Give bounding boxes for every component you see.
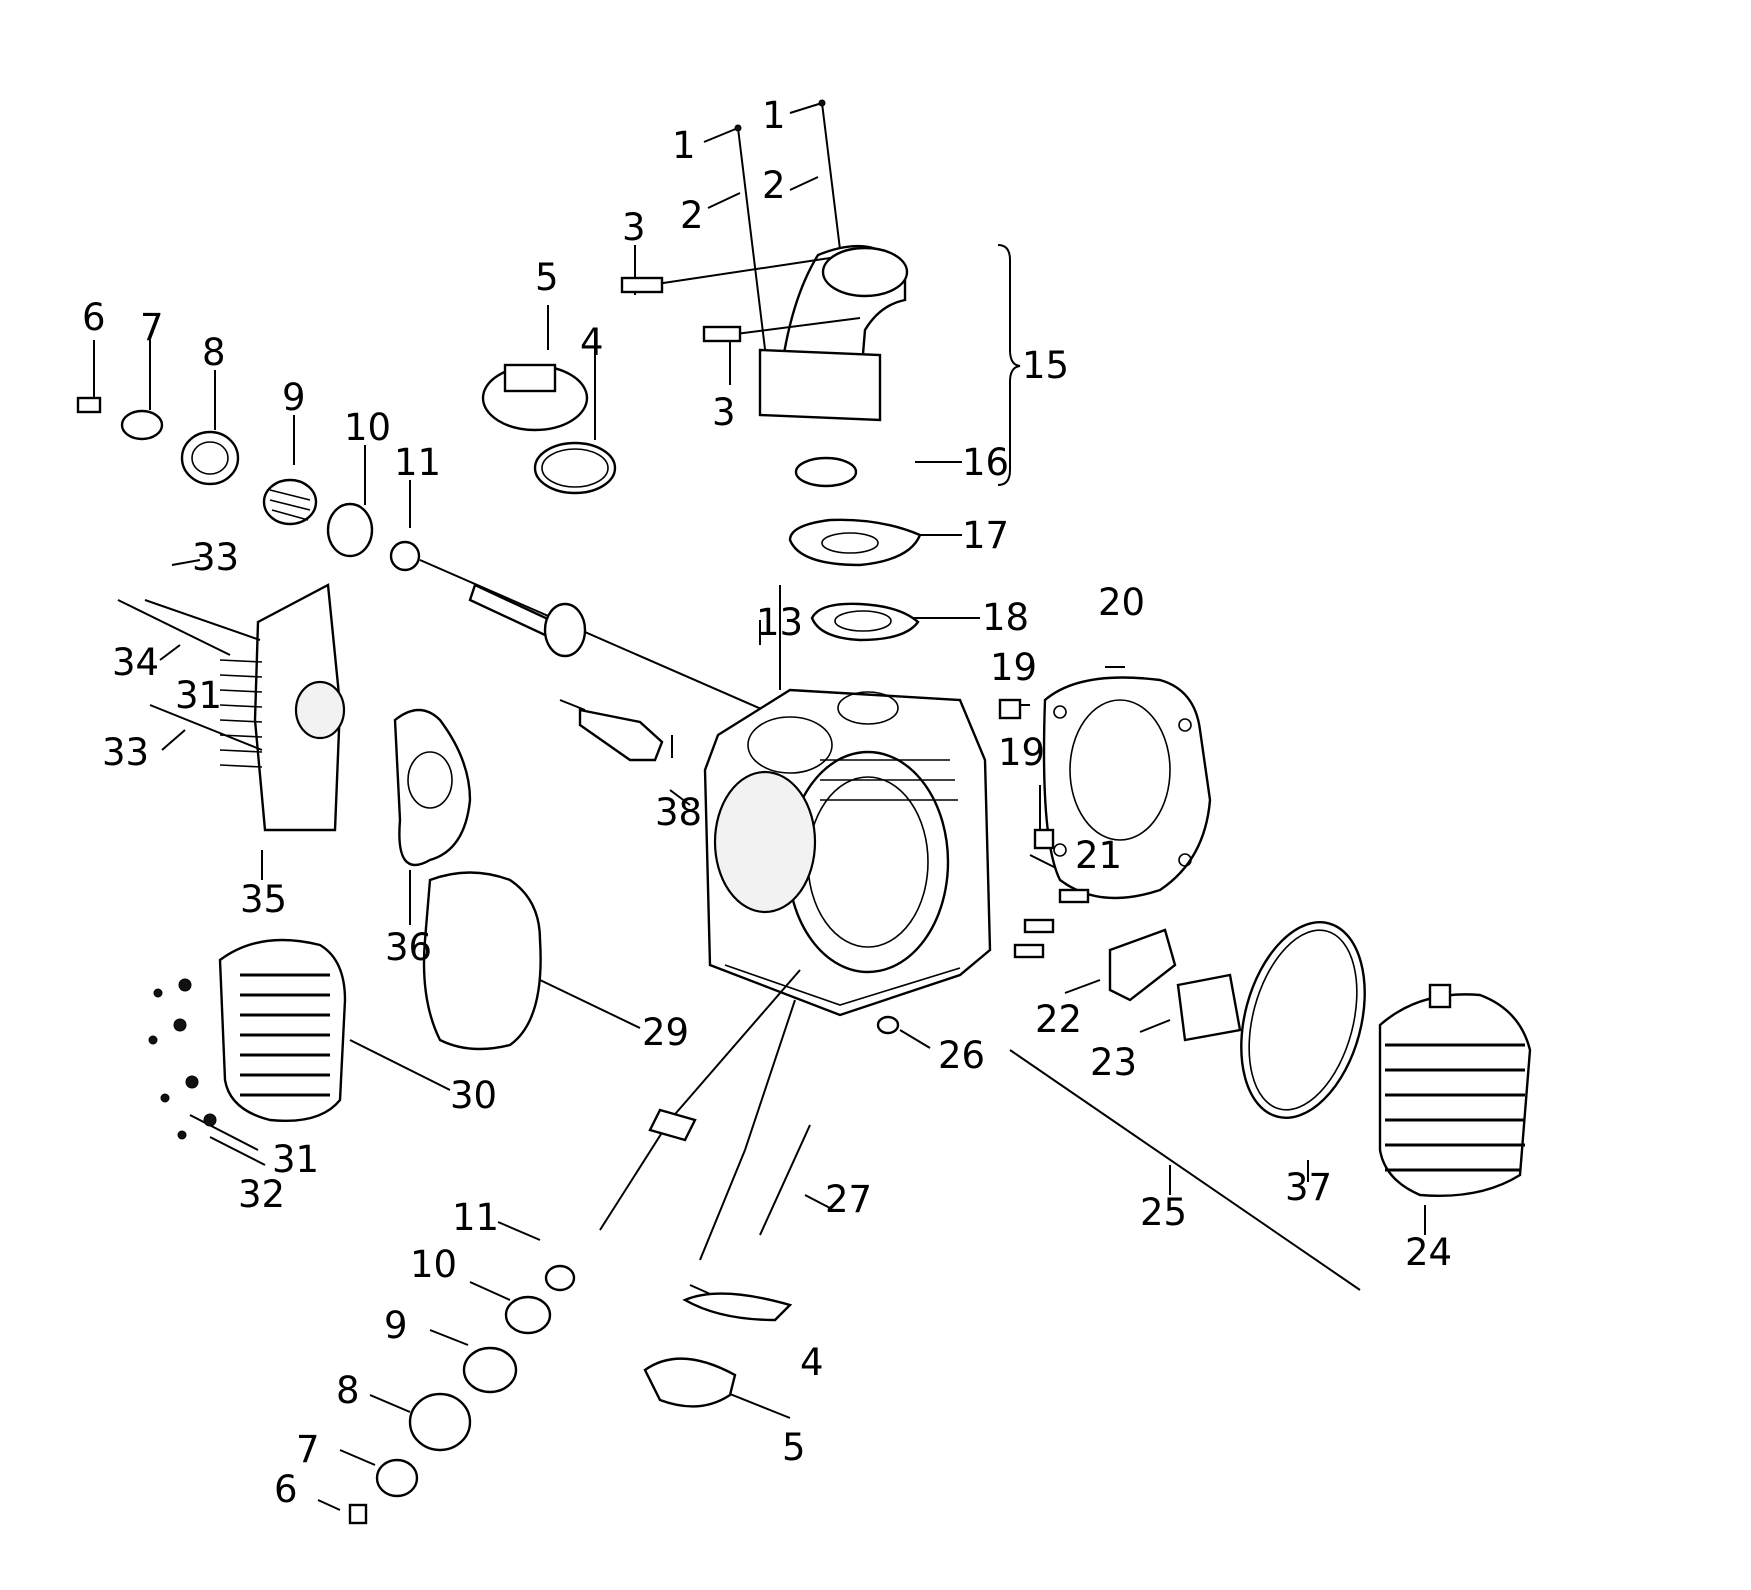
callout-23: 23 <box>1090 1041 1137 1084</box>
callout-11: 11 <box>452 1196 499 1239</box>
callout-labels: 1 1 2 2 3 3 4 4 5 5 6 6 7 7 8 8 9 9 10 1… <box>82 94 1452 1511</box>
callout-38: 38 <box>655 791 702 834</box>
callout-9: 9 <box>384 1304 408 1347</box>
callout-6: 6 <box>274 1468 298 1511</box>
callout-26: 26 <box>938 1034 985 1077</box>
callout-24: 24 <box>1405 1231 1452 1274</box>
callout-34: 34 <box>112 641 159 684</box>
callout-27: 27 <box>825 1178 872 1221</box>
cylinder-head-13 <box>703 688 992 1017</box>
callout-17: 17 <box>962 514 1009 557</box>
leader-lines <box>93 102 1426 1511</box>
spark-plug <box>559 699 664 762</box>
callout-35: 35 <box>240 878 287 921</box>
callout-16: 16 <box>962 441 1009 484</box>
cylinder-head-cover-30 <box>148 938 347 1140</box>
cylinder-gasket-20 <box>998 676 1212 900</box>
o-ring-37 <box>1240 921 1366 1119</box>
cap-5-lower <box>643 1357 737 1408</box>
small-bolts-21 <box>1013 888 1090 959</box>
callout-4: 4 <box>580 321 604 364</box>
callout-6: 6 <box>82 296 106 339</box>
o-ring-top <box>533 441 617 495</box>
gasket-4-lower <box>682 1292 793 1322</box>
callout-2: 2 <box>680 194 704 237</box>
callout-20: 20 <box>1098 581 1145 624</box>
callout-4: 4 <box>800 1341 824 1384</box>
cylinder-24 <box>1378 983 1532 1198</box>
callout-3: 3 <box>622 206 646 249</box>
studs-27 <box>699 999 811 1261</box>
cover-22 <box>1108 928 1177 1002</box>
callout-15: 15 <box>1022 344 1069 387</box>
gasket-29 <box>422 871 542 1051</box>
callout-8: 8 <box>336 1369 360 1412</box>
callout-7: 7 <box>140 306 164 349</box>
callout-22: 22 <box>1035 998 1082 1041</box>
callout-10: 10 <box>410 1243 457 1286</box>
valve-group-lower <box>348 969 801 1525</box>
gasket-17 <box>788 518 922 567</box>
cover-23 <box>1176 973 1242 1042</box>
callout-19: 19 <box>990 646 1037 689</box>
callout-31: 31 <box>272 1138 319 1181</box>
callout-13: 13 <box>756 601 803 644</box>
intake-manifold-assembly <box>620 99 909 422</box>
callout-33: 33 <box>102 731 149 774</box>
callout-19: 19 <box>998 731 1045 774</box>
callout-30: 30 <box>450 1074 497 1117</box>
callout-11: 11 <box>394 441 441 484</box>
callout-36: 36 <box>385 926 432 969</box>
rod-25 <box>1009 1049 1361 1291</box>
gasket-18 <box>810 602 920 642</box>
callout-5: 5 <box>782 1426 806 1469</box>
callout-31: 31 <box>175 674 222 717</box>
callout-9: 9 <box>282 376 306 419</box>
oil-filler-cap <box>481 363 589 432</box>
callout-2: 2 <box>762 164 786 207</box>
valve-group-upper <box>76 396 776 716</box>
gasket-36 <box>393 708 472 867</box>
callout-33: 33 <box>192 536 239 579</box>
callout-3: 3 <box>712 391 736 434</box>
callout-1: 1 <box>672 124 696 167</box>
callout-21: 21 <box>1075 834 1122 877</box>
callout-10: 10 <box>344 406 391 449</box>
callout-7: 7 <box>296 1428 320 1471</box>
callout-1: 1 <box>762 94 786 137</box>
callout-18: 18 <box>982 596 1029 639</box>
callout-37: 37 <box>1285 1166 1332 1209</box>
callout-29: 29 <box>642 1011 689 1054</box>
gasket-16 <box>794 456 858 488</box>
callout-32: 32 <box>238 1173 285 1216</box>
callout-5: 5 <box>535 256 559 299</box>
side-cover-plate <box>117 583 346 832</box>
callout-8: 8 <box>202 331 226 374</box>
callout-25: 25 <box>1140 1191 1187 1234</box>
nut-26 <box>876 1015 900 1035</box>
